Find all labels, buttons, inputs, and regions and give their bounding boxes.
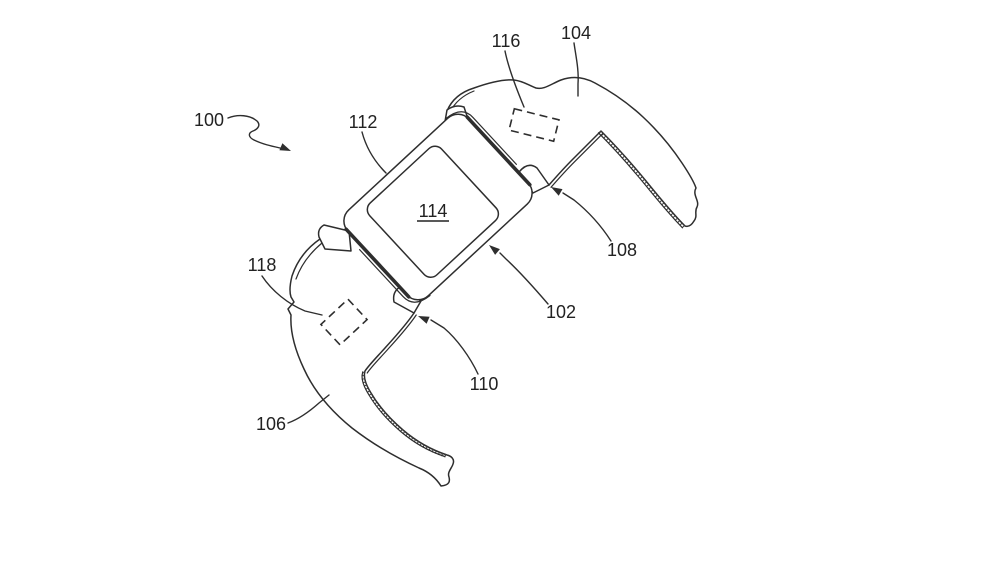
- arrowhead-110: [418, 316, 430, 324]
- display-outline: [366, 145, 500, 279]
- ref-label-104: 104: [561, 23, 591, 43]
- leader-line-108: [562, 192, 612, 242]
- band-lower-edge-line: [366, 314, 417, 374]
- leader-line-118: [261, 275, 323, 316]
- dashed-region-116: [508, 107, 560, 143]
- dashed-region-118: [319, 298, 369, 346]
- ref-label-112: 112: [349, 112, 378, 132]
- arrowhead-108: [551, 187, 563, 196]
- watch-band-lower: [287, 238, 455, 487]
- leader-line-110: [430, 319, 479, 375]
- ref-label-108: 108: [607, 240, 637, 260]
- leader-line-106: [287, 394, 330, 424]
- band-upper-edge-hatching: [598, 130, 686, 229]
- ref-label-116: 116: [492, 31, 521, 51]
- band-lower-edge-hatching: [361, 371, 447, 458]
- body-side-surface-upper: [445, 111, 518, 165]
- ref-label-100: 100: [194, 110, 224, 130]
- ref-label-102: 102: [546, 302, 576, 322]
- leader-line-104: [573, 42, 579, 97]
- watch-band-upper: [446, 76, 699, 229]
- leader-line-102: [499, 252, 549, 305]
- arrowhead-100: [279, 143, 291, 151]
- body-edge-thick-upper-right: [465, 115, 532, 187]
- leader-line-116: [504, 50, 525, 108]
- ref-label-114: 114: [419, 201, 448, 221]
- squiggle-arrow-100: [227, 114, 281, 149]
- dashed-region-116-group: [508, 107, 560, 143]
- band-upper-edge-line: [550, 132, 604, 188]
- dashed-region-118-group: [319, 298, 369, 346]
- ref-label-106: 106: [256, 414, 286, 434]
- lug-left-tab: [317, 224, 352, 252]
- leader-line-112: [361, 131, 387, 174]
- body-edge-thick-lower-left: [344, 227, 411, 299]
- band-upper-edge-line-2: [597, 132, 684, 229]
- body-side-surface-lower: [358, 249, 431, 303]
- ref-label-118: 118: [248, 255, 277, 275]
- band-lower-thickness-line: [295, 242, 323, 280]
- ref-label-110: 110: [470, 374, 499, 394]
- lug-right-tab: [518, 164, 550, 194]
- watch-body-group: [343, 111, 533, 303]
- band-lower-edge-line-2: [361, 371, 446, 458]
- arrowhead-102: [489, 245, 500, 255]
